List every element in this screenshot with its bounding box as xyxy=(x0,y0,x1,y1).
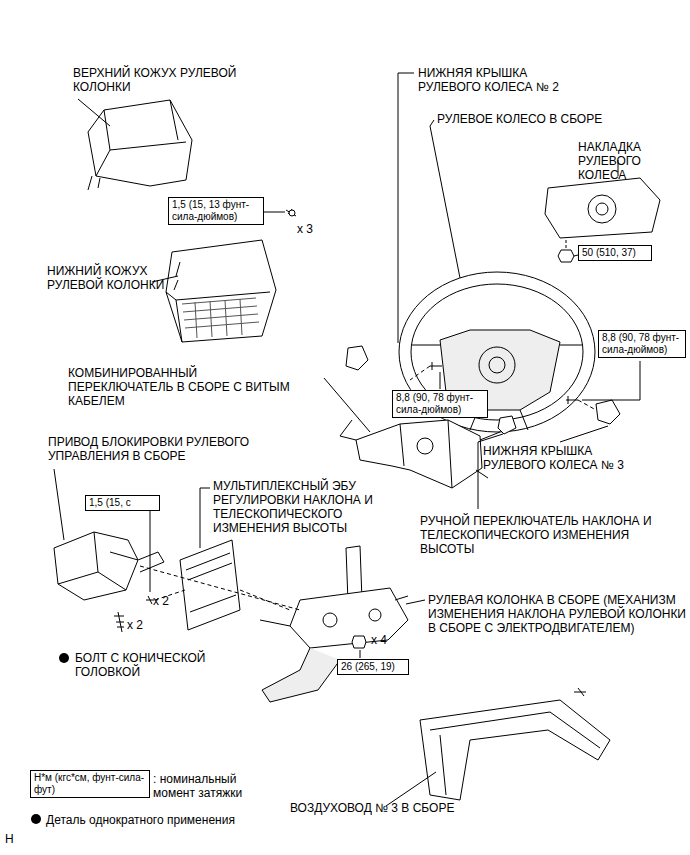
torque-box: 8,8 (90, 78 фунт-сила-дюймов) xyxy=(392,390,488,418)
legend-text: : номинальный момент затяжки xyxy=(153,772,242,800)
part-name: МУЛЬТИПЛЕКСНЫЙ ЭБУ РЕГУЛИРОВКИ НАКЛОНА И… xyxy=(213,479,385,535)
torque-value: Н*м (кгс*см, фунт-сила-фут) xyxy=(34,772,146,796)
quantity: x 3 xyxy=(297,222,327,236)
torque-box: 1,5 (15, с xyxy=(85,495,160,511)
part-name: РУЛЕВАЯ КОЛОНКА В СБОРЕ (МЕХАНИЗМ ИЗМЕНЕ… xyxy=(428,593,686,635)
legend-torque-box: Н*м (кгс*см, фунт-сила-фут) xyxy=(30,770,150,798)
part-name: РУЧНОЙ ПЕРЕКЛЮЧАТЕЛЬ НАКЛОНА И ТЕЛЕСКОПИ… xyxy=(420,514,685,556)
legend-entry: Деталь однократного применения xyxy=(30,813,330,827)
figure-code: H xyxy=(5,832,25,846)
part-name: БОЛТ С КОНИЧЕСКОЙ ГОЛОВКОЙ xyxy=(75,651,225,679)
quantity: x 2 xyxy=(127,618,157,632)
torque-box: 50 (510, 37) xyxy=(578,245,652,261)
torque-value: 8,8 (90, 78 фунт-сила-дюймов) xyxy=(396,392,484,416)
torque-box: 26 (265, 19) xyxy=(337,659,409,675)
legend-entry: : номинальный момент затяжки xyxy=(153,772,263,800)
part-name: ВЕРХНИЙ КОЖУХ РУЛЕВОЙ КОЛОНКИ xyxy=(73,66,278,94)
part-name: НИЖНЯЯ КРЫШКА РУЛЕВОГО КОЛЕСА № 3 xyxy=(483,444,653,472)
legend-text: Деталь однократного применения xyxy=(46,813,235,827)
legend-dot xyxy=(30,813,42,825)
torque-box: 8,8 (90, 78 фунт-сила-дюймов) xyxy=(598,330,686,358)
torque-value: 1,5 (15, с xyxy=(89,497,156,509)
part-name: КОМБИНИРОВАННЫЙ ПЕРЕКЛЮЧАТЕЛЬ В СБОРЕ С … xyxy=(68,366,304,408)
torque-box: 1,5 (15, 13 фунт-сила-дюймов) xyxy=(168,197,264,225)
torque-value: 8,8 (90, 78 фунт-сила-дюймов) xyxy=(602,332,682,356)
part-name: НИЖНИЙ КОЖУХ РУЛЕВОЙ КОЛОНКИ xyxy=(47,264,167,292)
part-name: ПРИВОД БЛОКИРОВКИ РУЛЕВОГО УПРАВЛЕНИЯ В … xyxy=(48,435,283,463)
torque-value: 26 (265, 19) xyxy=(341,661,405,673)
part-name: РУЛЕВОЕ КОЛЕСО В СБОРЕ xyxy=(437,112,677,126)
quantity: x 2 xyxy=(153,594,183,608)
part-name: НИЖНЯЯ КРЫШКА РУЛЕВОГО КОЛЕСА № 2 xyxy=(418,66,583,94)
quantity: x 4 xyxy=(371,633,401,647)
torque-value: 1,5 (15, 13 фунт-сила-дюймов) xyxy=(172,199,260,223)
torque-value: 50 (510, 37) xyxy=(582,247,648,259)
part-name: НАКЛАДКА РУЛЕВОГО КОЛЕСА xyxy=(578,140,670,182)
part-name: ВОЗДУХОВОД № 3 В СБОРЕ xyxy=(290,801,510,815)
